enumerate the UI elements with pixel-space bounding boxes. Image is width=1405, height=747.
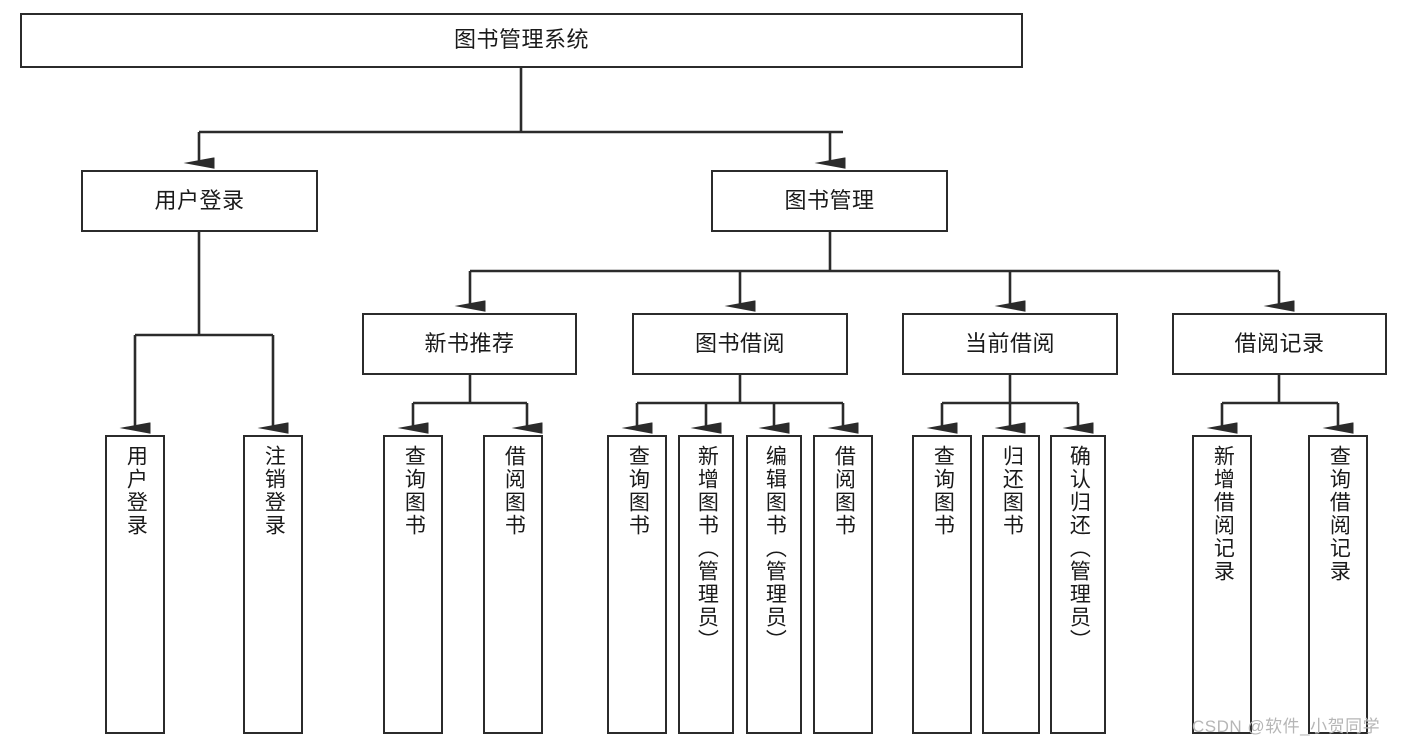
node-label: 图书借阅 <box>694 330 785 356</box>
node-leaf-add-record[interactable]: 新增借阅记录 <box>1192 435 1252 734</box>
node-leaf-query-book-1[interactable]: 查询图书 <box>383 435 443 734</box>
node-label: 查询图书 <box>626 445 650 537</box>
node-current-borrow[interactable]: 当前借阅 <box>902 313 1118 375</box>
node-label: 编辑图书（管理员） <box>763 445 787 652</box>
node-leaf-borrow-book-2[interactable]: 借阅图书 <box>813 435 873 734</box>
node-label: 图书管理 <box>784 187 875 213</box>
node-label: 新增图书（管理员） <box>695 445 719 652</box>
node-label: 用户登录 <box>154 187 245 213</box>
node-label: 当前借阅 <box>964 330 1055 356</box>
node-book-borrow[interactable]: 图书借阅 <box>632 313 848 375</box>
node-label: 用户登录 <box>124 445 148 537</box>
node-leaf-borrow-book-1[interactable]: 借阅图书 <box>483 435 543 734</box>
node-label: 查询借阅记录 <box>1327 445 1351 583</box>
node-label: 注销登录 <box>262 445 286 537</box>
node-label: 新书推荐 <box>424 330 515 356</box>
node-label: 查询图书 <box>402 445 426 537</box>
node-label: 查询图书 <box>931 445 955 537</box>
node-label: 借阅图书 <box>502 445 526 537</box>
node-leaf-confirm-return[interactable]: 确认归还（管理员） <box>1050 435 1106 734</box>
node-leaf-user-login[interactable]: 用户登录 <box>105 435 165 734</box>
node-book-manage[interactable]: 图书管理 <box>711 170 948 232</box>
node-user-login[interactable]: 用户登录 <box>81 170 318 232</box>
node-root-system[interactable]: 图书管理系统 <box>20 13 1023 68</box>
node-label: 归还图书 <box>1000 445 1024 537</box>
node-label: 新增借阅记录 <box>1211 445 1235 583</box>
node-leaf-add-book[interactable]: 新增图书（管理员） <box>678 435 734 734</box>
node-label: 借阅图书 <box>832 445 856 537</box>
node-leaf-query-book-3[interactable]: 查询图书 <box>912 435 972 734</box>
node-borrow-record[interactable]: 借阅记录 <box>1172 313 1387 375</box>
node-label: 确认归还（管理员） <box>1067 445 1091 652</box>
node-leaf-logout[interactable]: 注销登录 <box>243 435 303 734</box>
node-label: 借阅记录 <box>1234 330 1325 356</box>
node-new-book-rec[interactable]: 新书推荐 <box>362 313 577 375</box>
node-label: 图书管理系统 <box>453 27 589 53</box>
node-leaf-return-book[interactable]: 归还图书 <box>982 435 1040 734</box>
node-leaf-query-record[interactable]: 查询借阅记录 <box>1308 435 1368 734</box>
node-leaf-edit-book[interactable]: 编辑图书（管理员） <box>746 435 802 734</box>
node-leaf-query-book-2[interactable]: 查询图书 <box>607 435 667 734</box>
